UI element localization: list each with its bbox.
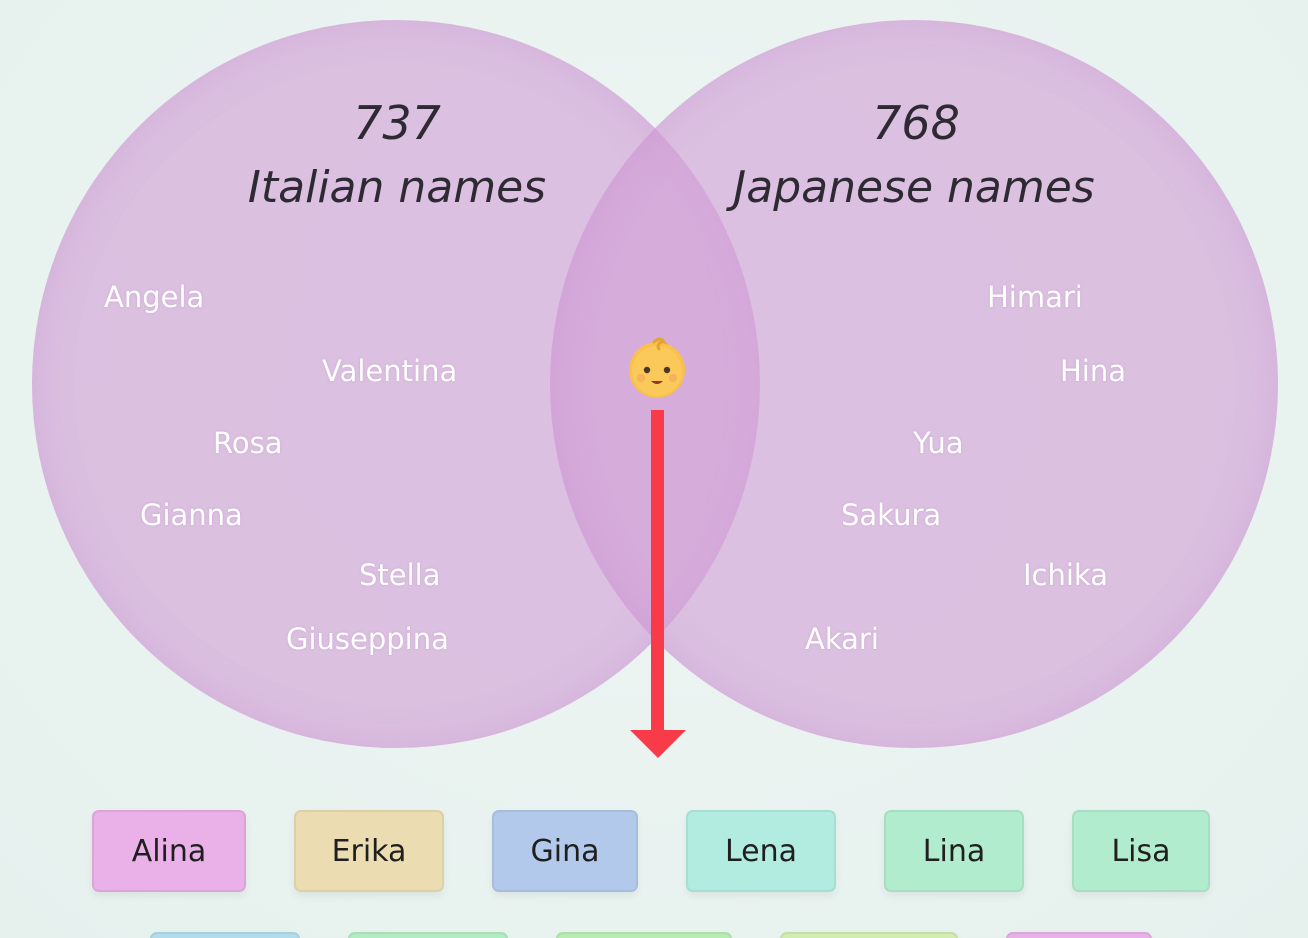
japanese-name: Akari: [805, 622, 879, 656]
result-chip-lina[interactable]: Lina: [884, 810, 1024, 892]
japanese-label: Japanese names: [733, 162, 1095, 213]
japanese-name: Himari: [987, 280, 1083, 314]
result-chip-partial[interactable]: [150, 932, 300, 938]
japanese-name: Hina: [1060, 354, 1127, 388]
result-chip-lena[interactable]: Lena: [686, 810, 836, 892]
result-chip-partial[interactable]: [780, 932, 958, 938]
italian-name: Angela: [104, 280, 205, 314]
result-chip-partial[interactable]: [556, 932, 732, 938]
italian-name: Rosa: [213, 426, 283, 460]
baby-icon: [629, 337, 685, 398]
japanese-name: Sakura: [841, 498, 942, 532]
result-chip-erika[interactable]: Erika: [294, 810, 444, 892]
arrow-down-icon: [630, 730, 686, 758]
italian-name: Valentina: [322, 354, 458, 388]
result-chip-partial[interactable]: [348, 932, 508, 938]
result-chip-gina[interactable]: Gina: [492, 810, 638, 892]
result-chip-alina[interactable]: Alina: [92, 810, 246, 892]
italian-count: 737: [353, 96, 441, 150]
italian-name: Gianna: [140, 498, 243, 532]
italian-name: Giuseppina: [286, 622, 449, 656]
italian-label: Italian names: [247, 162, 547, 213]
result-chip-lisa[interactable]: Lisa: [1072, 810, 1210, 892]
arrow-shaft: [651, 410, 664, 732]
japanese-count: 768: [872, 96, 960, 150]
japanese-name: Ichika: [1023, 558, 1108, 592]
result-chip-partial[interactable]: [1006, 932, 1152, 938]
japanese-name: Yua: [913, 426, 964, 460]
italian-name: Stella: [359, 558, 441, 592]
